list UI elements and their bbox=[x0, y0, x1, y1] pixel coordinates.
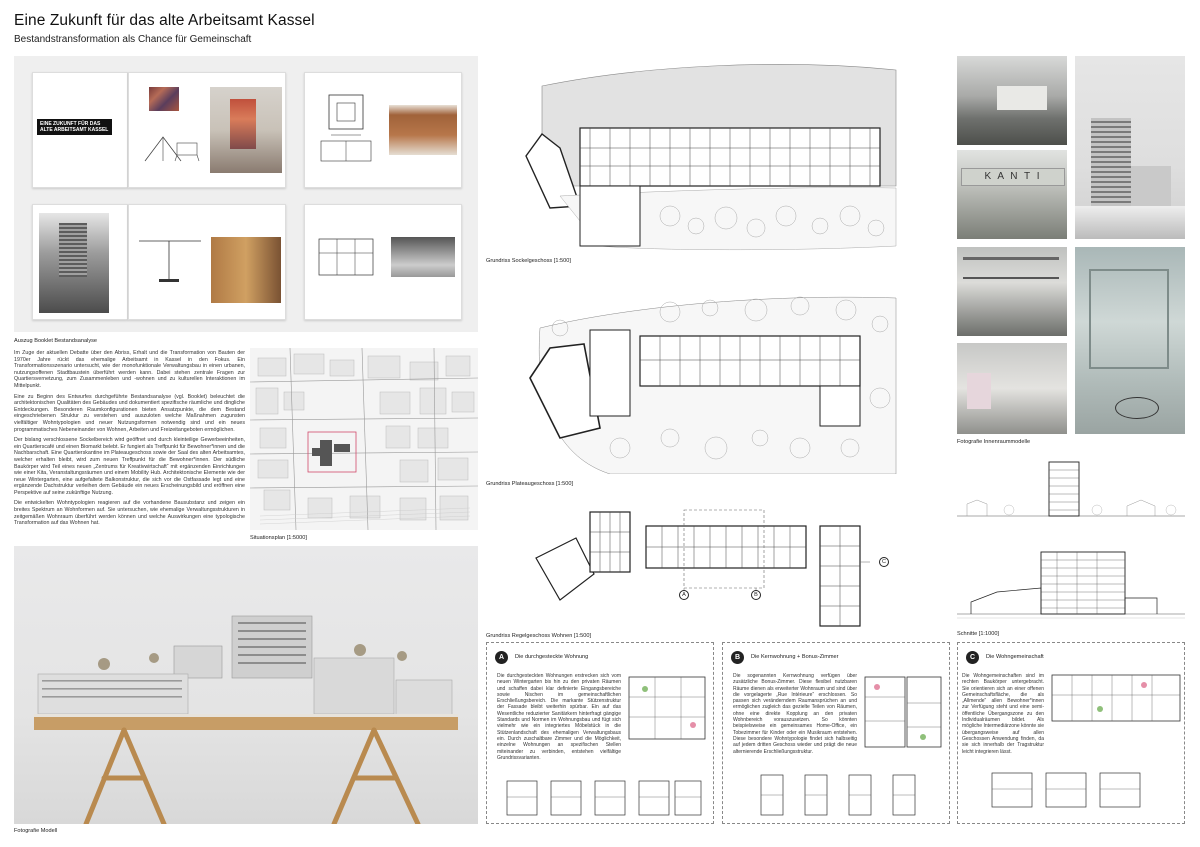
booklet-spread-4 bbox=[32, 204, 128, 320]
marker-b: B bbox=[751, 590, 761, 600]
typology-box-c: C Die Wohngemeinschaft Die Wohngemeinsch… bbox=[957, 642, 1185, 824]
paragraph-4: Die entwickelten Wohntypologien reagiere… bbox=[14, 500, 245, 527]
description-text: Im Zuge der aktuellen Debatte über den A… bbox=[14, 350, 245, 531]
booklet-spread-3 bbox=[304, 72, 462, 188]
paragraph-2: Eine zu Beginn des Entwurfes durchgeführ… bbox=[14, 393, 245, 433]
typology-b-title: Die Kernwohnung + Bonus-Zimmer bbox=[751, 654, 839, 660]
typology-a-body: Die durchgesteckten Wohnungen erstrecken… bbox=[497, 673, 621, 761]
paragraph-1: Im Zuge der aktuellen Debatte über den A… bbox=[14, 350, 245, 389]
plateau-caption: Grundriss Plateaugeschoss [1:500] bbox=[486, 481, 574, 487]
model-photo bbox=[14, 546, 478, 824]
interior-photo-3 bbox=[957, 247, 1067, 336]
booklet-cover-line-1: EINE ZUKUNFT FÜR DAS bbox=[40, 121, 101, 127]
typology-c-title: Die Wohngemeinschaft bbox=[986, 654, 1044, 660]
section-drawing-1 bbox=[957, 454, 1185, 530]
sockel-caption: Grundriss Sockelgeschoss [1:500] bbox=[486, 258, 571, 264]
typology-box-b: B Die Kernwohnung + Bonus-Zimmer Die sog… bbox=[722, 642, 950, 824]
page-title: Eine Zukunft für das alte Arbeitsamt Kas… bbox=[14, 12, 315, 29]
typology-c-body: Die Wohngemeinschaften sind im rechten B… bbox=[962, 673, 1044, 755]
booklet-spread-5 bbox=[128, 204, 286, 320]
kanti-sign: K A N T I bbox=[961, 168, 1065, 186]
plateau-plan bbox=[520, 288, 900, 474]
booklet-panel: EINE ZUKUNFT FÜR DAS ALTE ARBEITSAMT KAS… bbox=[14, 56, 478, 332]
booklet-spread-2 bbox=[128, 72, 286, 188]
booklet-caption: Auszug Booklet Bestandsanalyse bbox=[14, 338, 98, 344]
booklet-cover-line-2: ALTE ARBEITSAMT KASSEL bbox=[40, 127, 109, 133]
typology-a-badge: A bbox=[495, 651, 508, 664]
page-subtitle: Bestandstransformation als Chance für Ge… bbox=[14, 34, 252, 45]
regel-caption: Grundriss Regelgeschoss Wohnen [1:500] bbox=[486, 633, 591, 639]
interior-photo-1 bbox=[957, 56, 1067, 145]
section-drawing-2 bbox=[957, 540, 1185, 628]
model-photo-interior bbox=[1075, 247, 1185, 434]
modell-caption: Fotografie Modell bbox=[14, 828, 58, 834]
booklet-spread-6 bbox=[304, 204, 462, 320]
typology-b-body: Die sogenannten Kernwohnung verfügen übe… bbox=[733, 673, 857, 755]
marker-c: C bbox=[879, 557, 889, 567]
marker-a: A bbox=[679, 590, 689, 600]
model-photo-tower bbox=[1075, 56, 1185, 239]
innenraum-caption: Fotografie Innenraummodelle bbox=[957, 439, 1031, 445]
situationsplan-caption: Situationsplan [1:5000] bbox=[250, 535, 307, 541]
typology-b-badge: B bbox=[731, 651, 744, 664]
typology-a-title: Die durchgesteckte Wohnung bbox=[515, 654, 589, 660]
regel-plan: A B bbox=[520, 504, 870, 630]
paragraph-3: Der bislang verschlossene Sockelbereich … bbox=[14, 437, 245, 496]
typology-box-a: A Die durchgesteckte Wohnung Die durchge… bbox=[486, 642, 714, 824]
schnitte-caption: Schnitte [1:1000] bbox=[957, 631, 999, 637]
interior-photo-4 bbox=[957, 343, 1067, 434]
sockel-plan bbox=[520, 56, 900, 252]
typology-c-badge: C bbox=[966, 651, 979, 664]
site-plan bbox=[250, 348, 478, 530]
booklet-spread-cover: EINE ZUKUNFT FÜR DAS ALTE ARBEITSAMT KAS… bbox=[32, 72, 128, 188]
interior-photo-2: K A N T I bbox=[957, 150, 1067, 239]
